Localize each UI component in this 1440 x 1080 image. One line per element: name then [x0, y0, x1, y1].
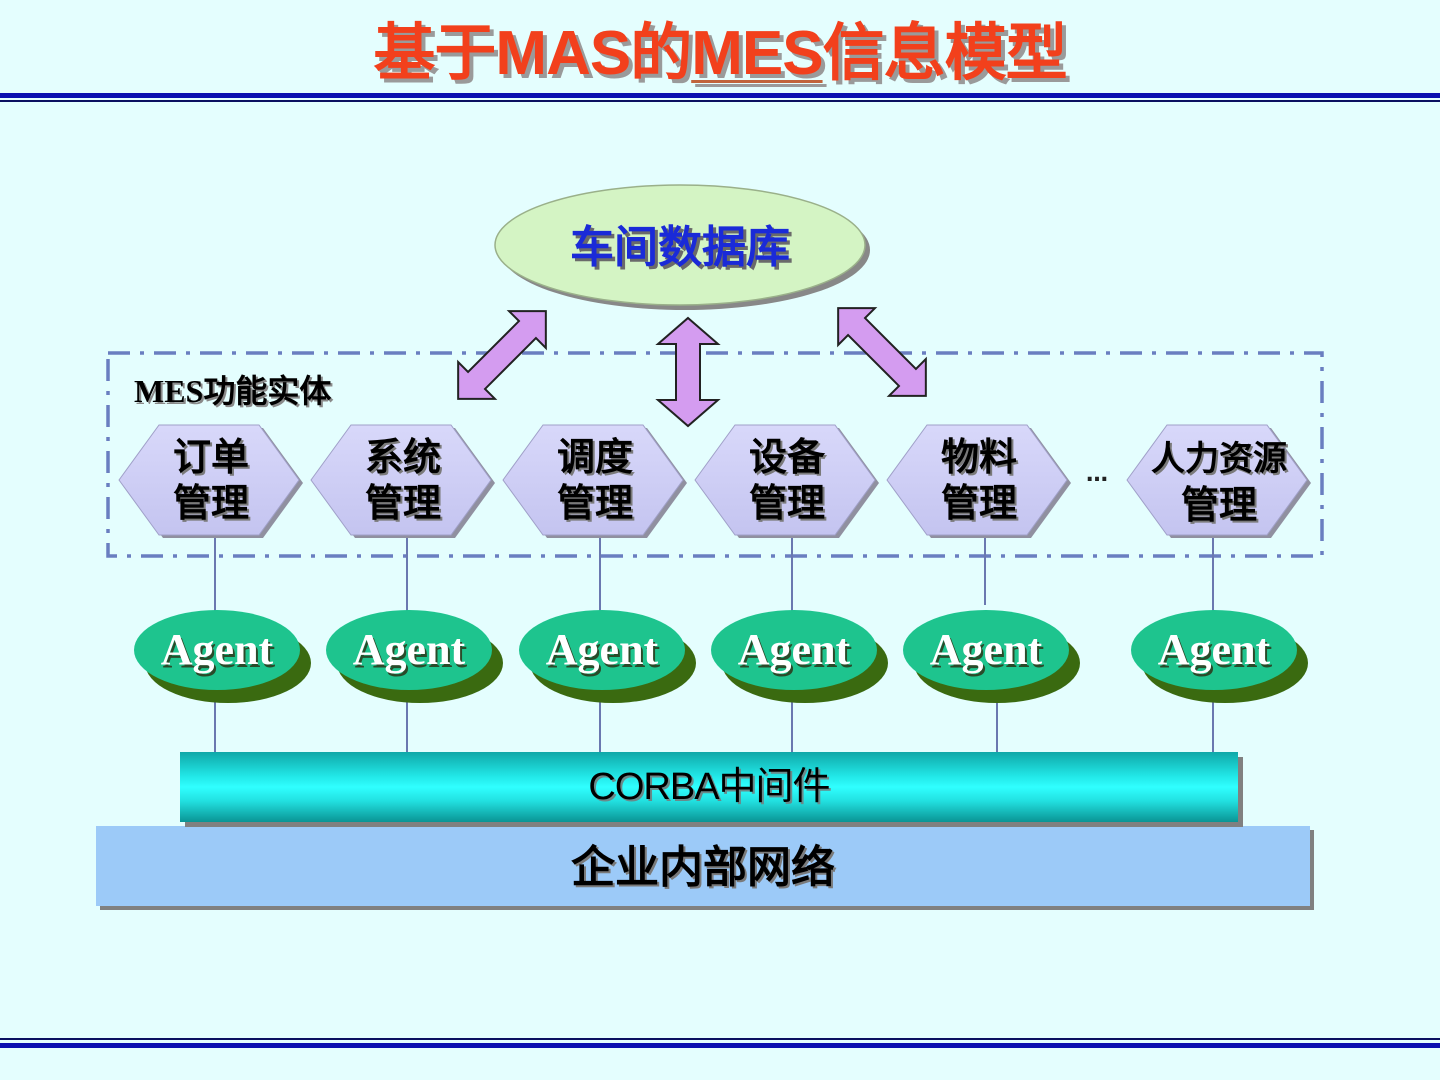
module-order-line2: 管理 [172, 481, 249, 525]
module-hr-label: 人力资源 管理 [1127, 436, 1311, 528]
agent-label-5: Agent [929, 625, 1043, 674]
module-hexagons [118, 424, 1311, 538]
module-hr-line2: 管理 [1180, 483, 1257, 527]
module-scheduling-label: 调度 管理 [503, 434, 687, 526]
agent-node-6 [1131, 610, 1308, 703]
module-equipment-line1: 设备 [748, 435, 825, 479]
module-order-label: 订单 管理 [119, 434, 303, 526]
mes-group-border [106, 351, 1324, 558]
title-part-1: 基于MAS的 [373, 19, 692, 88]
database-ellipse [494, 184, 866, 306]
module-system-line1: 系统 [364, 435, 441, 479]
module-order-line1: 订单 [172, 435, 249, 479]
title-part-3: 信息模型 [822, 19, 1068, 88]
module-material-label: 物料 管理 [887, 434, 1071, 526]
module-scheduling-line2: 管理 [556, 481, 633, 525]
hexagon-order [118, 424, 303, 538]
top-rule-thick [0, 93, 1440, 98]
arrows [457, 307, 927, 428]
title-part-mes: MES [691, 19, 823, 88]
more-modules-ellipsis: … [1086, 462, 1109, 487]
agent-node-5 [903, 610, 1080, 703]
module-material-line1: 物料 [940, 435, 1017, 479]
agent-node-4 [711, 610, 888, 703]
bottom-rule-thin [0, 1038, 1440, 1040]
hexagon-material [886, 424, 1071, 538]
module-material-line2: 管理 [940, 481, 1017, 525]
slide-title: 基于MAS的MES信息模型 [0, 14, 1440, 94]
hexagon-system [310, 424, 495, 538]
agent-ellipses [134, 610, 1308, 703]
top-rule-thin [0, 100, 1440, 102]
agent-label-4: Agent [737, 625, 851, 674]
mes-group-label: MES功能实体 [134, 373, 332, 409]
module-equipment-label: 设备 管理 [695, 434, 879, 526]
agent-label-2: Agent [352, 625, 466, 674]
hexagon-equipment [694, 424, 879, 538]
module-system-line2: 管理 [364, 481, 441, 525]
agent-node-3 [519, 610, 696, 703]
module-system-label: 系统 管理 [311, 434, 495, 526]
agent-label-6: Agent [1157, 625, 1271, 674]
corba-middleware-bar: CORBA中间件 [180, 752, 1238, 822]
agent-node-2 [326, 610, 503, 703]
hexagon-hr [1126, 424, 1311, 538]
connector-lines [214, 535, 1214, 752]
module-scheduling-line1: 调度 [556, 435, 633, 479]
module-equipment-line2: 管理 [748, 481, 825, 525]
arrow-center-vertical [655, 316, 721, 428]
agent-label-1: Agent [160, 625, 274, 674]
database-node [494, 184, 870, 310]
bottom-rule-thick [0, 1043, 1440, 1048]
agent-label-3: Agent [545, 625, 659, 674]
module-hr-line1: 人力资源 [1151, 439, 1287, 479]
database-label: 车间数据库 [570, 222, 790, 273]
agent-node-1 [134, 610, 311, 703]
hexagon-scheduling [502, 424, 687, 538]
arrow-right-diagonal [837, 307, 927, 397]
enterprise-network-bar: 企业内部网络 [96, 826, 1310, 906]
arrow-left-diagonal [457, 310, 547, 400]
